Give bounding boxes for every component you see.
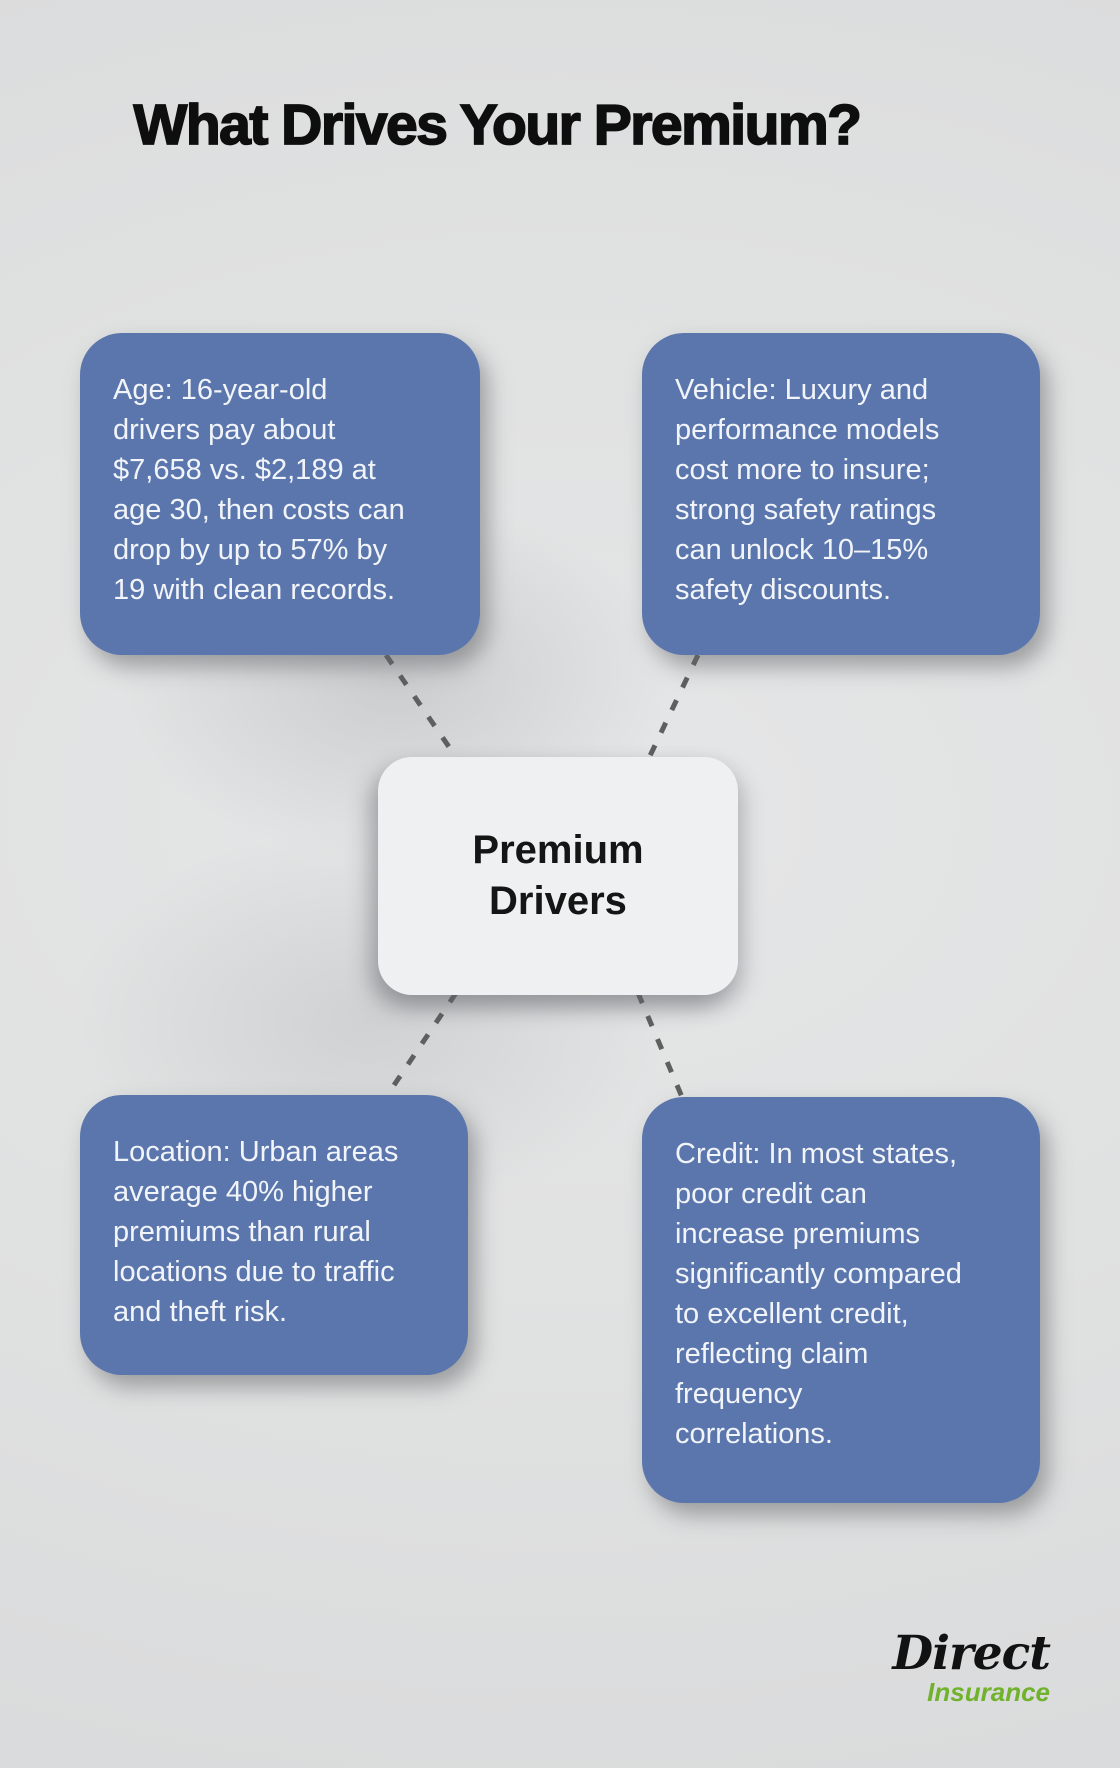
brand-logo: Direct Insurance <box>892 1626 1051 1707</box>
connector-center-to-credit <box>635 992 685 1098</box>
card-vehicle-text: Vehicle: Luxury and performance models c… <box>675 374 940 606</box>
connector-vehicle-to-center <box>645 653 701 762</box>
card-vehicle: Vehicle: Luxury and performance models c… <box>642 333 1040 655</box>
logo-direct-wordmark: Direct <box>892 1626 1051 1681</box>
connector-age-to-center <box>383 653 461 762</box>
page-title: What Drives Your Premium? <box>133 92 863 158</box>
connector-center-to-location <box>383 991 459 1099</box>
card-credit: Credit: In most states, poor credit can … <box>642 1097 1040 1503</box>
card-age-text: Age: 16-year-old drivers pay about $7,65… <box>113 374 405 606</box>
card-age: Age: 16-year-old drivers pay about $7,65… <box>80 333 480 655</box>
center-node-label: Premium Drivers <box>472 828 644 923</box>
center-node: Premium Drivers <box>378 757 738 995</box>
card-location: Location: Urban areas average 40% higher… <box>80 1095 468 1375</box>
card-location-text: Location: Urban areas average 40% higher… <box>113 1136 399 1328</box>
logo-insurance-wordmark: Insurance <box>927 1677 1050 1707</box>
card-credit-text: Credit: In most states, poor credit can … <box>675 1138 962 1450</box>
